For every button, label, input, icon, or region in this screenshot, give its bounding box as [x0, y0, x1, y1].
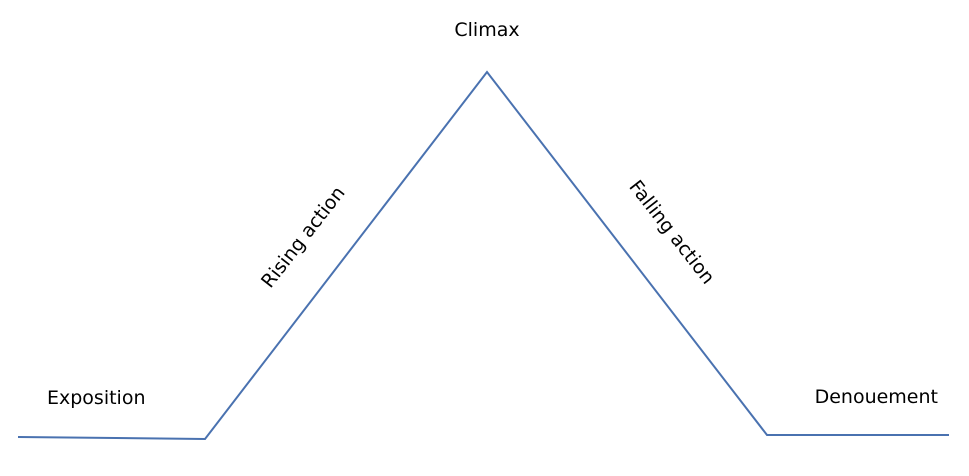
exposition-label: Exposition — [47, 387, 146, 409]
rising-action-label: Rising action — [257, 182, 350, 292]
climax-label: Climax — [454, 19, 519, 41]
plot-arc-line — [17, 70, 949, 441]
denouement-label: Denouement — [815, 386, 938, 408]
falling-action-label: Falling action — [624, 176, 718, 288]
